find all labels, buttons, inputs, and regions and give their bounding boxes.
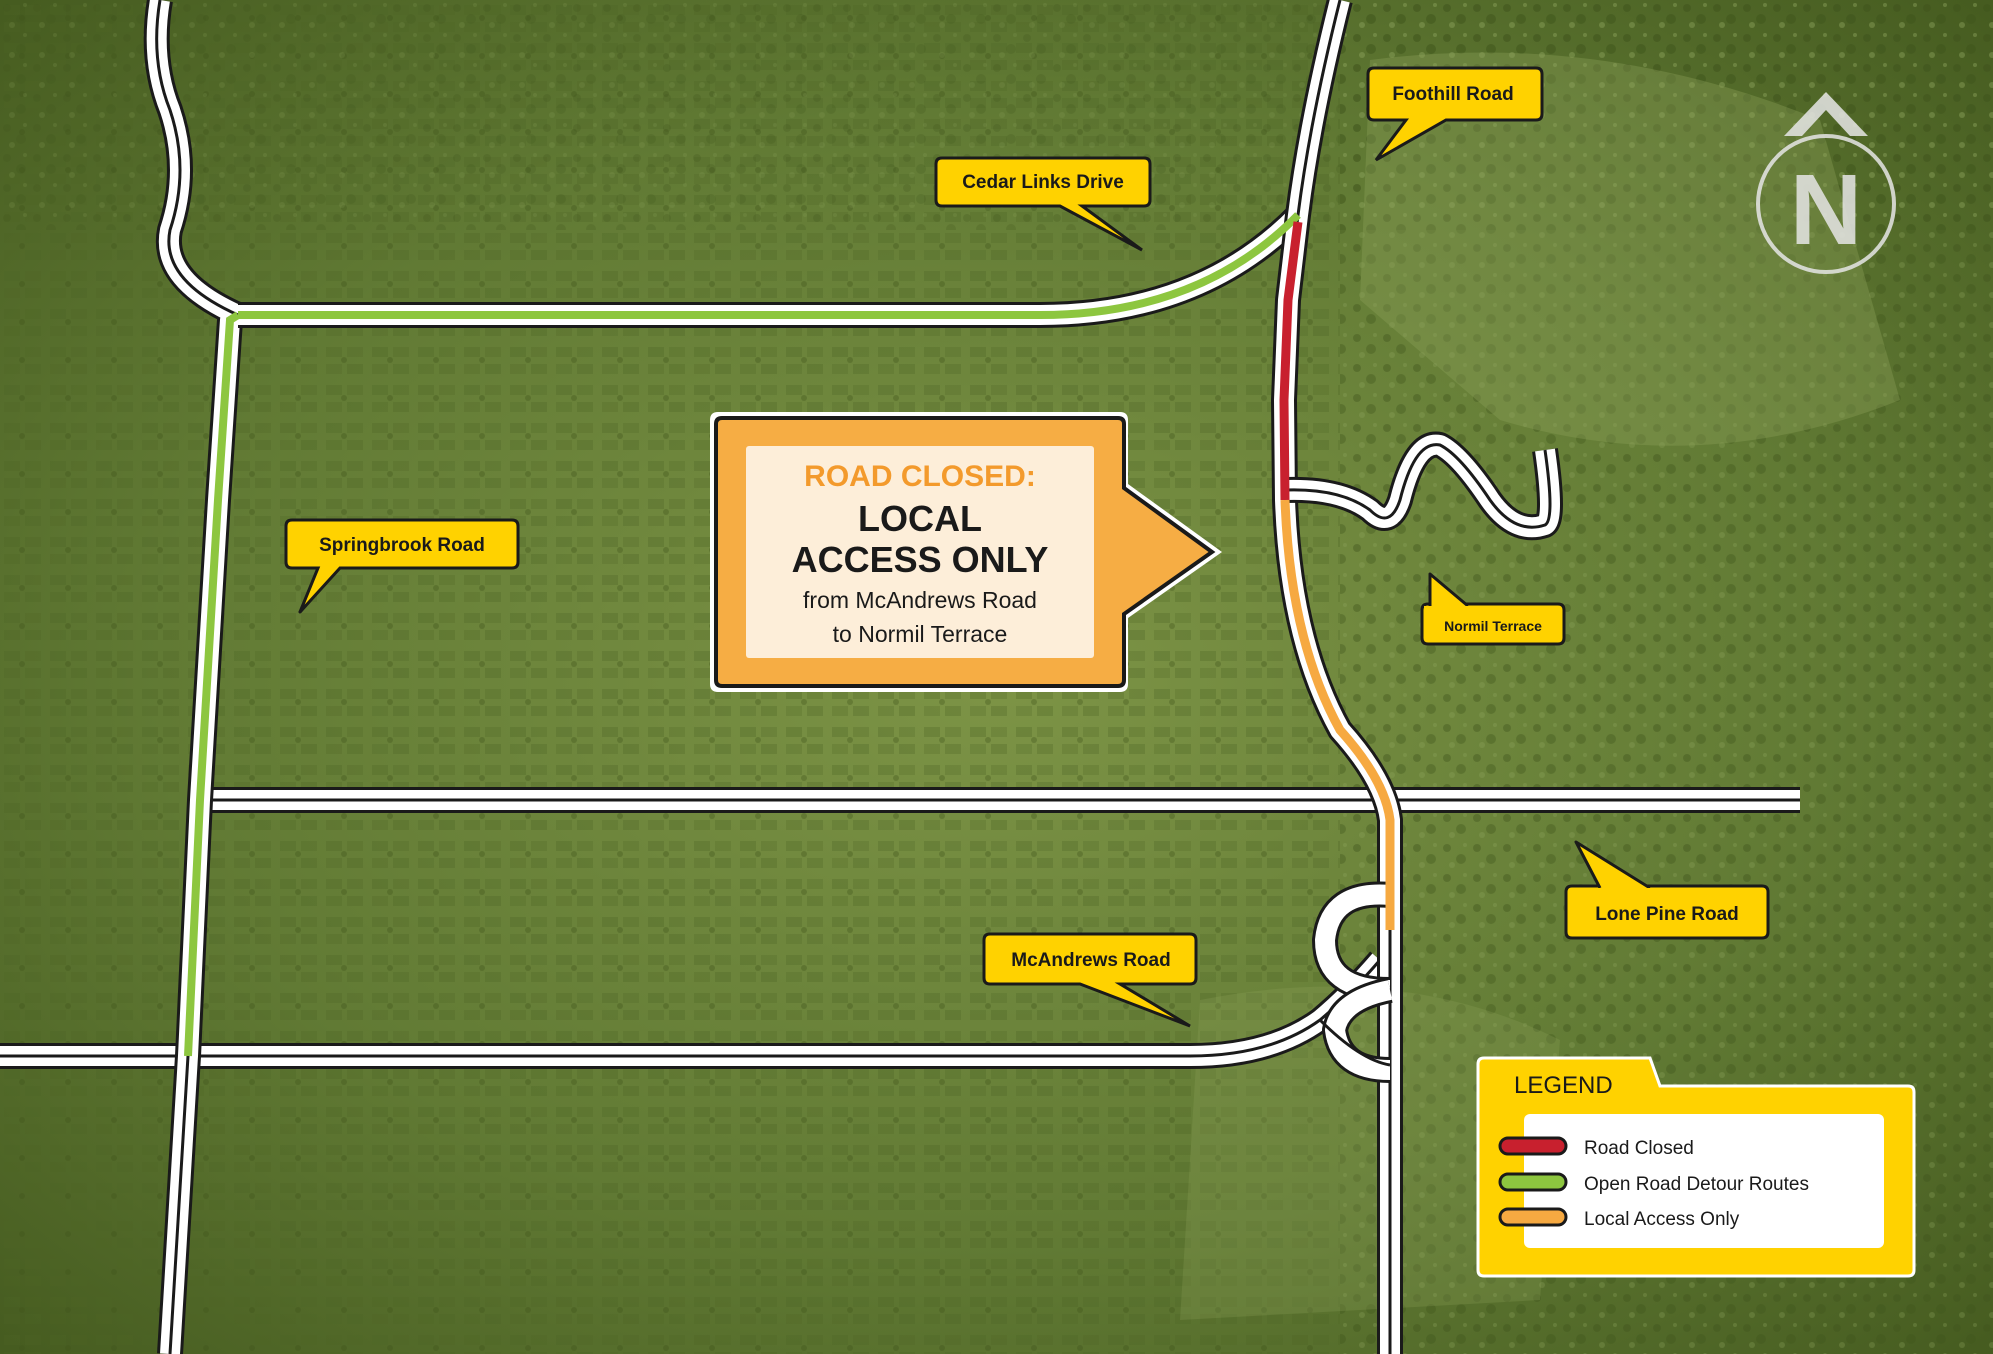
road-springbrook[interactable] xyxy=(143,0,251,1354)
legend-item-local-access: Local Access Only xyxy=(1498,1207,1740,1230)
callout-normil-terrace: Normil Terrace xyxy=(1420,572,1566,646)
label-normil-terrace: Normil Terrace xyxy=(1444,618,1542,634)
compass-letter: N xyxy=(1790,154,1862,266)
road-closed-line4: to Normil Terrace xyxy=(833,621,1008,647)
detour-route-springbrook xyxy=(184,311,241,1057)
legend-swatch-road-closed xyxy=(1498,1136,1568,1156)
legend-label-local-access: Local Access Only xyxy=(1584,1209,1740,1230)
north-arrow-icon xyxy=(1784,92,1868,136)
legend-panel xyxy=(1524,1114,1884,1248)
callout-lone-pine-road: Lone Pine Road xyxy=(1564,840,1770,940)
callout-mcandrews-road: McAndrews Road xyxy=(982,932,1198,1028)
legend-swatch-local-access xyxy=(1498,1207,1568,1227)
legend-item-detour: Open Road Detour Routes xyxy=(1498,1172,1809,1195)
road-closed-title: ROAD CLOSED: xyxy=(804,460,1036,493)
open-field xyxy=(1360,52,1900,446)
compass-circle xyxy=(1756,134,1896,274)
compass: N xyxy=(1756,92,1896,274)
label-lone-pine-road: Lone Pine Road xyxy=(1595,904,1739,925)
callout-cedar-links-drive: Cedar Links Drive xyxy=(934,156,1152,252)
road-closed-line2: ACCESS ONLY xyxy=(792,539,1049,580)
label-mcandrews-road: McAndrews Road xyxy=(1011,950,1170,971)
legend-label-road-closed: Road Closed xyxy=(1584,1138,1694,1159)
road-closed-panel xyxy=(746,446,1094,658)
legend-item-road-closed: Road Closed xyxy=(1498,1136,1694,1159)
label-springbrook-road: Springbrook Road xyxy=(319,535,485,556)
label-cedar-links-drive: Cedar Links Drive xyxy=(962,172,1124,193)
local-access-route-foothill xyxy=(1280,499,1395,930)
label-foothill-road: Foothill Road xyxy=(1392,84,1513,105)
legend-swatch-detour xyxy=(1498,1172,1568,1192)
interchange[interactable] xyxy=(1312,881,1393,1083)
status-routes xyxy=(184,212,1395,1057)
closed-route-foothill xyxy=(1279,221,1303,501)
legend: LEGEND Road Closed Open Road Detour Rout… xyxy=(1476,1056,1916,1278)
road-closed-sign: ROAD CLOSED: LOCAL ACCESS ONLY from McAn… xyxy=(710,412,1222,692)
open-field-south xyxy=(1180,986,1560,1320)
road-normil-terrace[interactable] xyxy=(1284,431,1563,541)
road-closed-line1: LOCAL xyxy=(858,498,982,539)
legend-title: LEGEND xyxy=(1514,1072,1613,1099)
callout-foothill-road: Foothill Road xyxy=(1366,66,1544,162)
road-closed-line3: from McAndrews Road xyxy=(803,587,1037,613)
detour-route-cedar-links xyxy=(238,212,1301,319)
callout-springbrook-road: Springbrook Road xyxy=(284,518,520,614)
legend-label-detour: Open Road Detour Routes xyxy=(1584,1174,1809,1195)
